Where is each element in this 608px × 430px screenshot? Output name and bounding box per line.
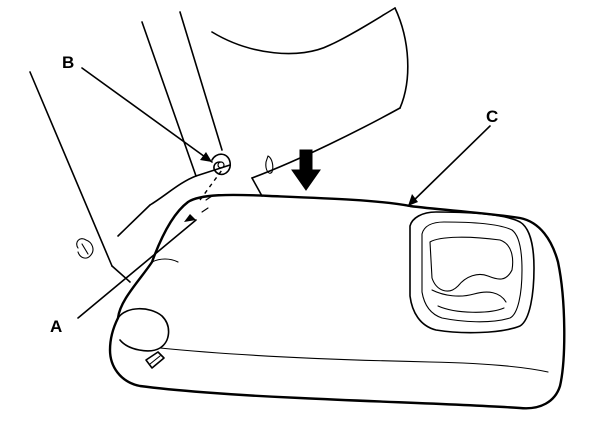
leader-a (77, 219, 197, 319)
leader-a-arrowhead (184, 214, 196, 222)
mounting-bolt-hidden (199, 169, 223, 213)
seat-back-outline (29, 7, 409, 283)
leader-c-arrowhead (408, 194, 418, 206)
leader-lines (77, 67, 491, 319)
leader-b (81, 67, 213, 163)
leader-b-arrowhead (200, 152, 212, 162)
callout-b-label: B (62, 53, 74, 72)
cup-holder (409, 211, 535, 334)
hook-b (211, 153, 232, 176)
callout-c-label: C (486, 107, 498, 126)
armrest-body (108, 193, 566, 410)
screw-icon (76, 238, 94, 259)
leader-c (407, 125, 491, 207)
callout-a-label: A (50, 317, 62, 336)
down-arrow-icon (291, 149, 321, 191)
